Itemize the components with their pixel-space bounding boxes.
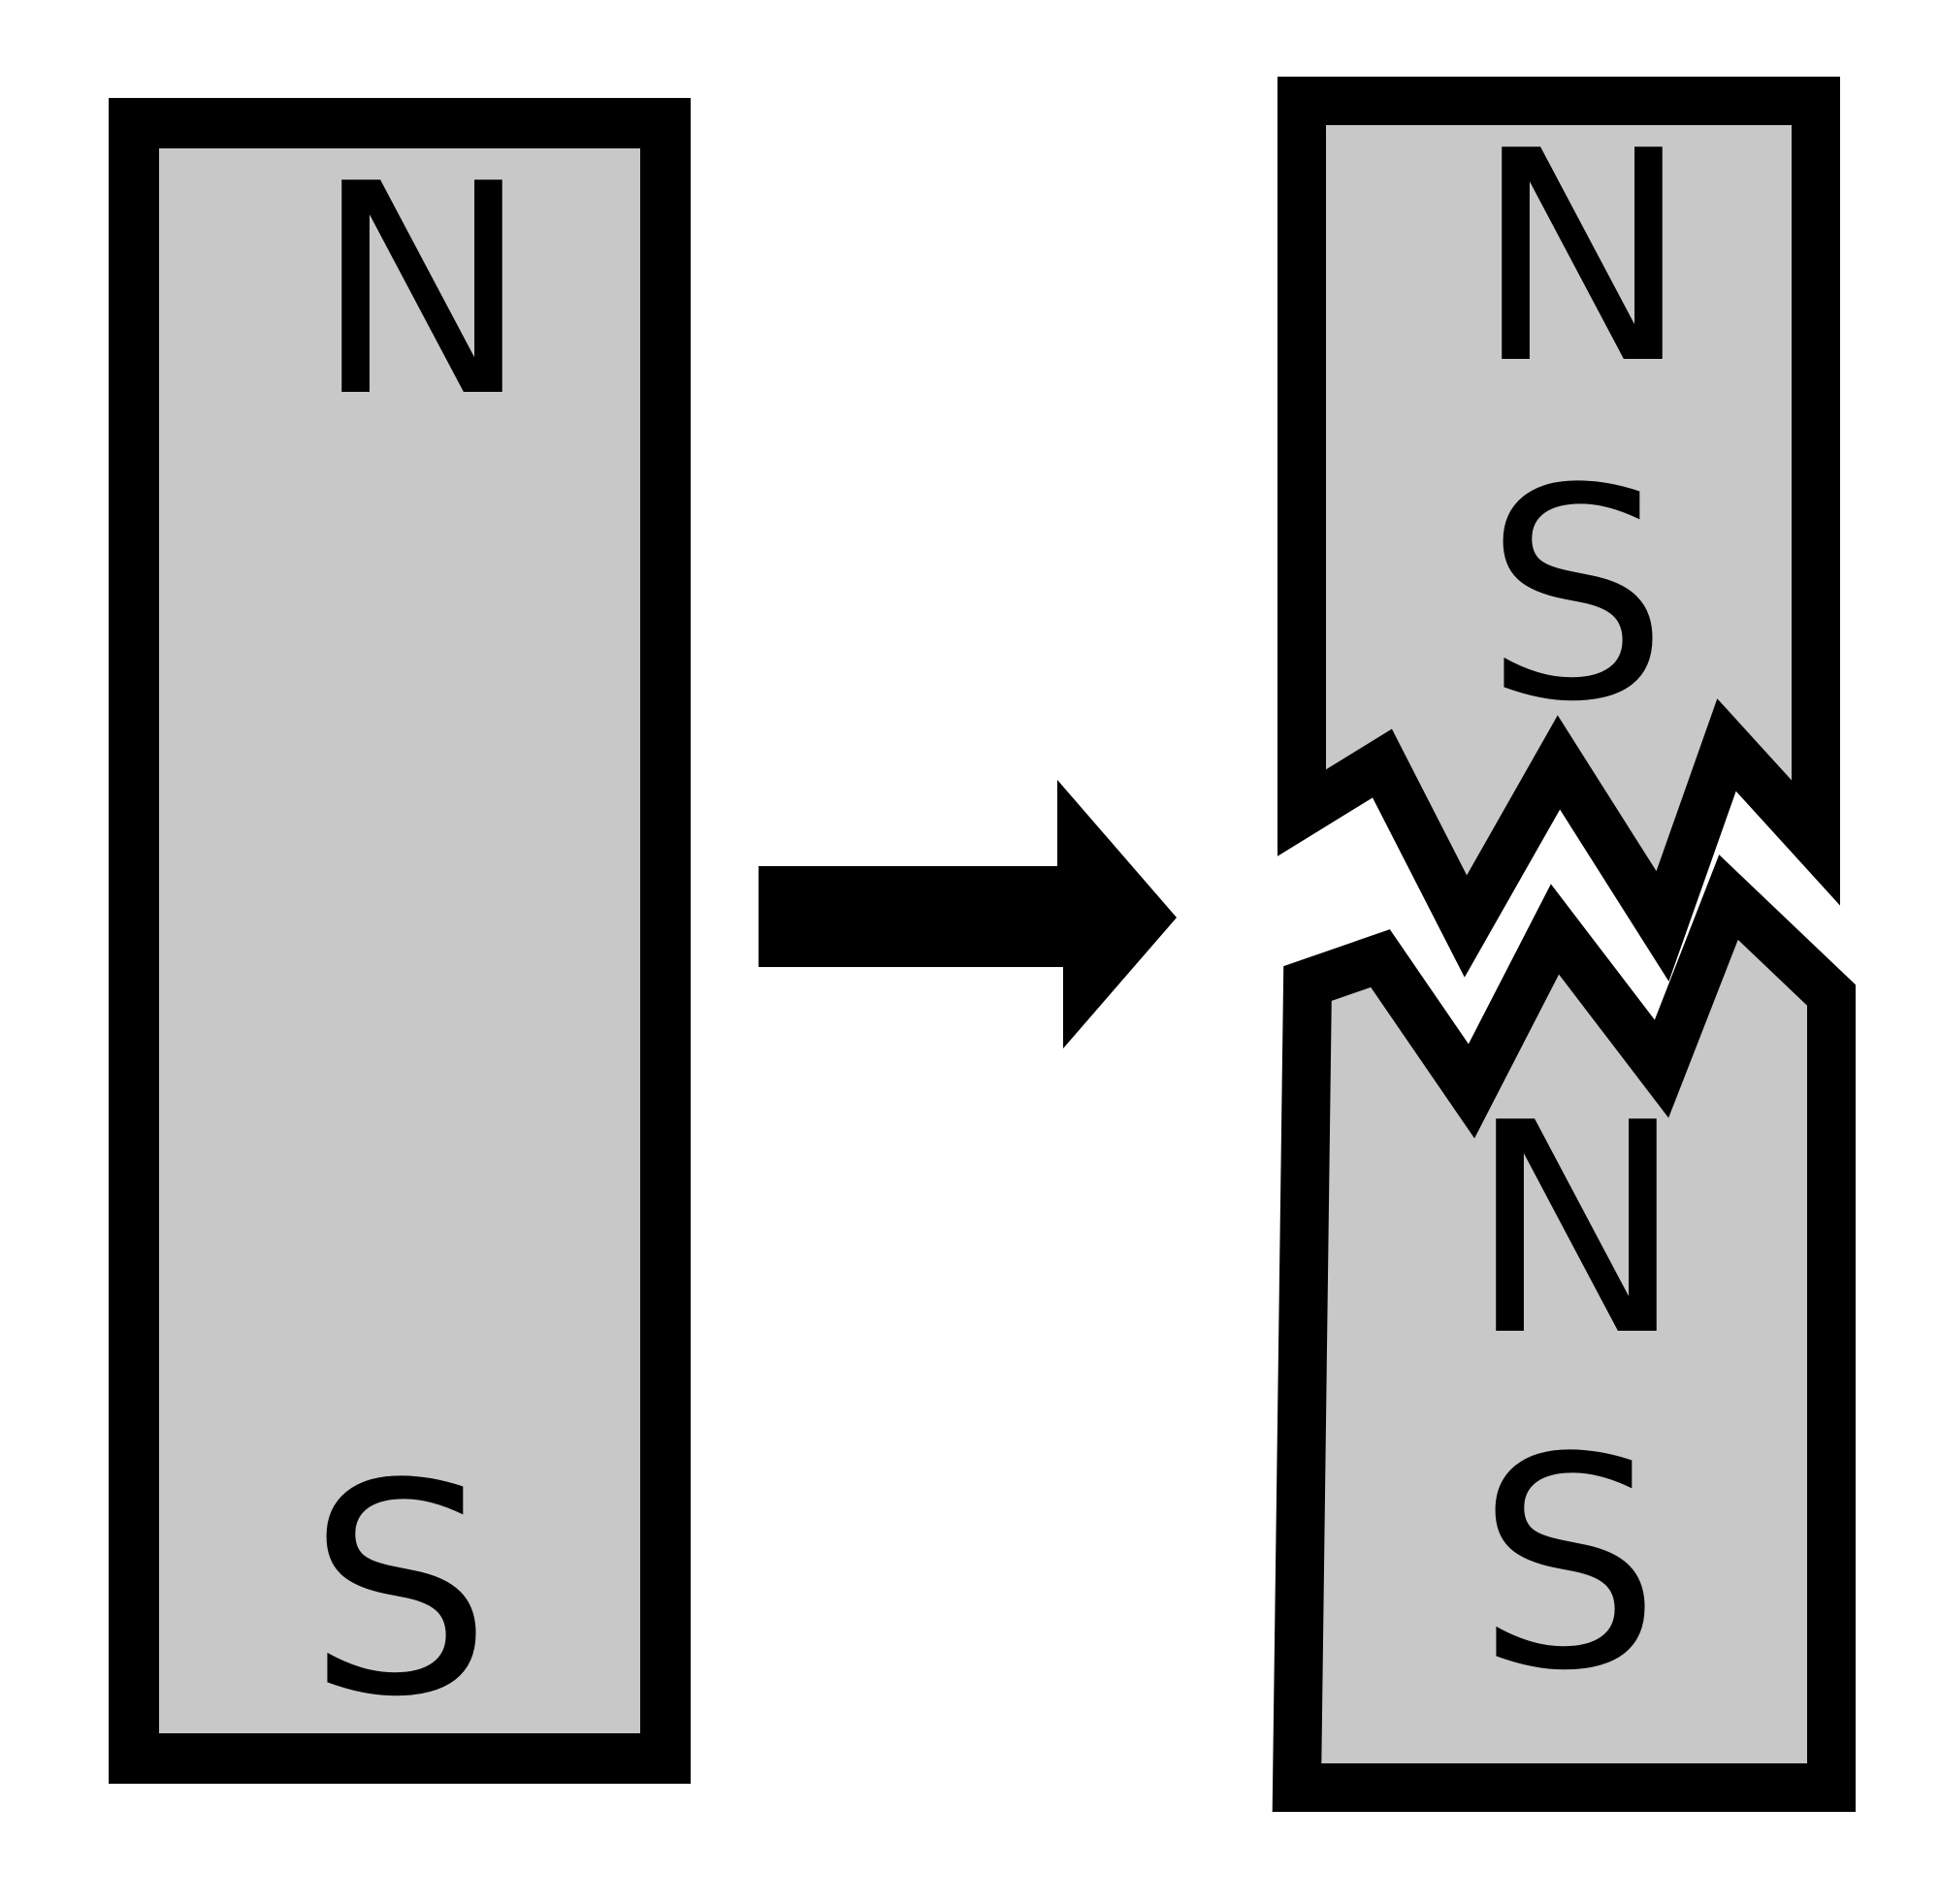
lower-piece-body [1272,855,1856,1812]
original-magnet-body [109,98,691,1784]
lower-piece-south-label: S [1476,1396,1661,1734]
upper-piece-body [1277,77,1840,982]
broken-magnet-lower-piece: N S [1272,855,1856,1812]
broken-magnet-upper-piece: N S [1277,77,1840,982]
original-magnet: N S [109,98,691,1784]
upper-piece-south-label: S [1484,427,1668,765]
lower-piece-north-label: N [1468,1061,1685,1400]
right-arrow-icon [759,780,1177,1049]
upper-piece-north-label: N [1473,89,1691,428]
original-magnet-south-label: S [307,1422,492,1760]
original-magnet-north-label: N [313,122,531,461]
